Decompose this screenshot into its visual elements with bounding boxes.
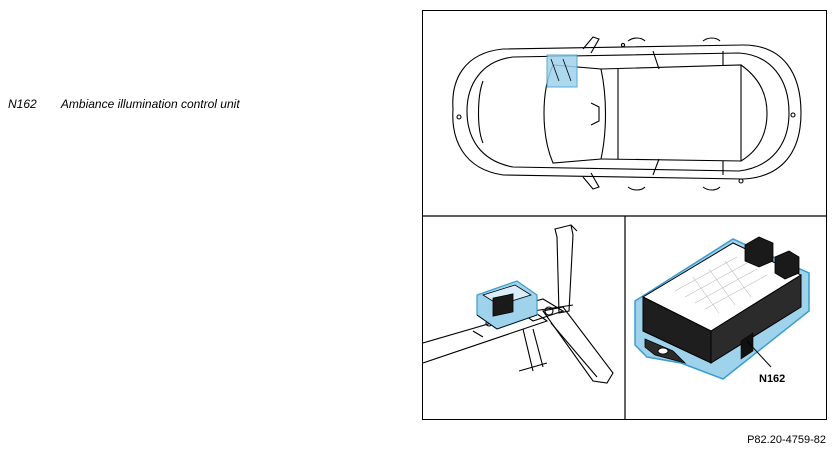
legend-code: N162 [8, 97, 37, 111]
control-unit-small [476, 280, 538, 330]
legend-entry: N162 Ambiance illumination control unit [8, 97, 240, 111]
control-unit-detail [634, 236, 810, 380]
component-location-highlight [546, 54, 578, 88]
illustration-frame: N162 [422, 10, 827, 420]
legend-description: Ambiance illumination control unit [60, 97, 240, 111]
car-top-view [452, 36, 802, 191]
callout-label: N162 [759, 373, 785, 385]
installation-view [423, 224, 614, 384]
figure-reference: P82.20-4759-82 [747, 434, 826, 446]
